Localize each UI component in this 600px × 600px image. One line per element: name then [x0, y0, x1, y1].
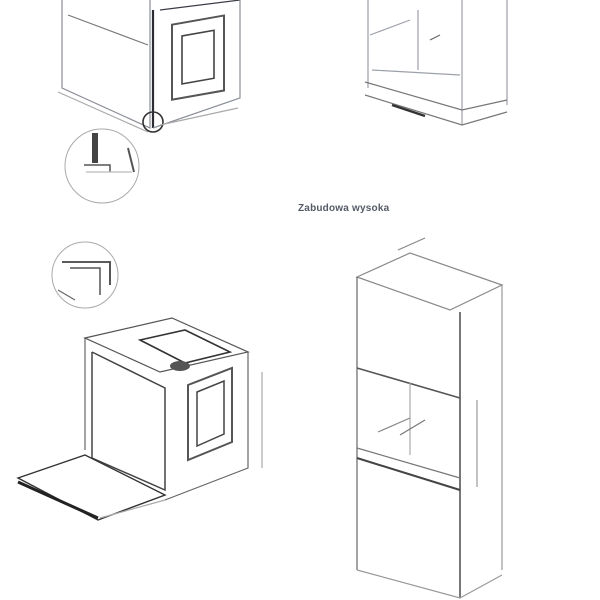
tall-cabinet	[355, 237, 504, 599]
cabinet-undercounter-top	[364, 0, 508, 126]
oven-undercounter-top	[57, 0, 241, 133]
oven-open-door	[16, 317, 263, 521]
diagram-title: Zabudowa wysoka	[298, 203, 390, 214]
detail-circle-screw	[51, 241, 119, 309]
detail-circle-foot	[64, 128, 140, 204]
